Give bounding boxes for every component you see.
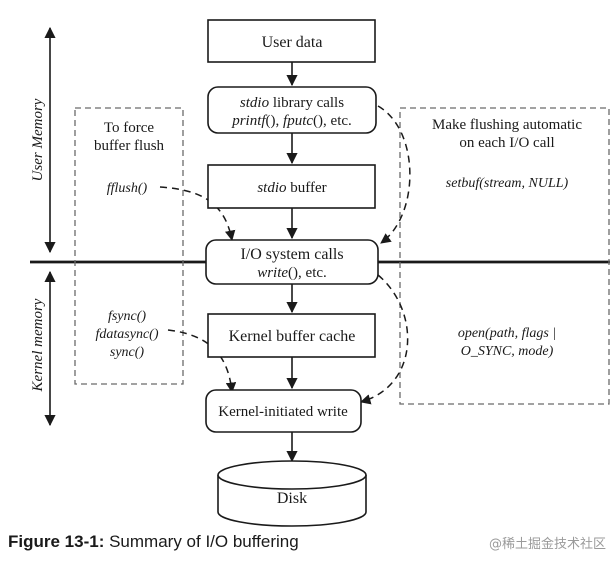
- open-call-1: open(path, flags |: [458, 326, 556, 341]
- sync-call: sync(): [110, 345, 145, 360]
- svg-text:Kernel buffer cache: Kernel buffer cache: [229, 328, 356, 345]
- memory-axis: User Memory Kernel memory: [30, 26, 56, 427]
- force-flush-title-1: To force: [104, 120, 155, 136]
- stdio-buffer-rest: buffer: [287, 180, 327, 196]
- svg-text:I/O system calls: I/O system calls: [240, 246, 343, 263]
- write-etc: (), etc.: [288, 265, 327, 281]
- kernel-write-box: Kernel-initiated write: [205, 389, 362, 433]
- right-auto-panel: [399, 107, 610, 405]
- fdatasync-call: fdatasync(): [96, 327, 159, 342]
- auto-flush-title-1: Make flushing automatic: [432, 117, 582, 133]
- library-calls-text: library calls: [269, 95, 344, 111]
- figure-label: Figure 13-1:: [8, 532, 105, 551]
- stdio-word: stdio: [240, 95, 270, 111]
- auto-flush-title-2: on each I/O call: [459, 135, 554, 151]
- disk-cylinder: Disk: [217, 460, 367, 527]
- stdio-buffer-italic: stdio: [257, 180, 287, 196]
- force-flush-title-2: buffer flush: [94, 138, 165, 154]
- svg-text:write(), etc.: write(), etc.: [257, 265, 327, 281]
- printf-sep: (),: [266, 113, 284, 129]
- left-flush-panel: [74, 107, 184, 385]
- fflush-call: fflush(): [107, 181, 148, 196]
- right-panel-text: Make flushing automatic on each I/O call…: [432, 117, 582, 359]
- user-data-box: User data: [207, 19, 376, 63]
- etc-text: (), etc.: [313, 113, 352, 129]
- svg-text:stdio library calls: stdio library calls: [240, 95, 344, 111]
- setbuf-call: setbuf(stream, NULL): [446, 176, 569, 191]
- fsync-call: fsync(): [108, 309, 146, 324]
- io-syscalls-box: I/O system calls write(), etc.: [205, 239, 379, 285]
- svg-text:stdio buffer: stdio buffer: [257, 180, 326, 196]
- left-panel-text: To force buffer flush fflush() fsync() f…: [94, 120, 165, 360]
- svg-text:printf(), fputc(), etc.: printf(), fputc(), etc.: [231, 113, 352, 129]
- user-memory-label: User Memory: [30, 98, 46, 181]
- kernel-memory-label: Kernel memory: [30, 298, 46, 392]
- printf-fn: printf: [231, 113, 267, 129]
- svg-text:Kernel-initiated write: Kernel-initiated write: [218, 404, 348, 420]
- stdio-buffer-box: stdio buffer: [207, 164, 376, 209]
- write-fn: write: [257, 265, 288, 281]
- svg-text:Disk: Disk: [277, 490, 307, 507]
- kernel-buffer-box: Kernel buffer cache: [207, 313, 376, 358]
- stdio-calls-box: stdio library calls printf(), fputc(), e…: [207, 86, 377, 134]
- watermark: @稀土掘金技术社区: [488, 537, 606, 552]
- svg-text:User data: User data: [262, 34, 323, 51]
- open-call-2: O_SYNC, mode): [461, 344, 554, 359]
- figure-caption-text: Summary of I/O buffering: [104, 532, 299, 551]
- fputc-fn: fputc: [283, 113, 313, 129]
- figure-caption: Figure 13-1: Summary of I/O buffering: [8, 532, 408, 552]
